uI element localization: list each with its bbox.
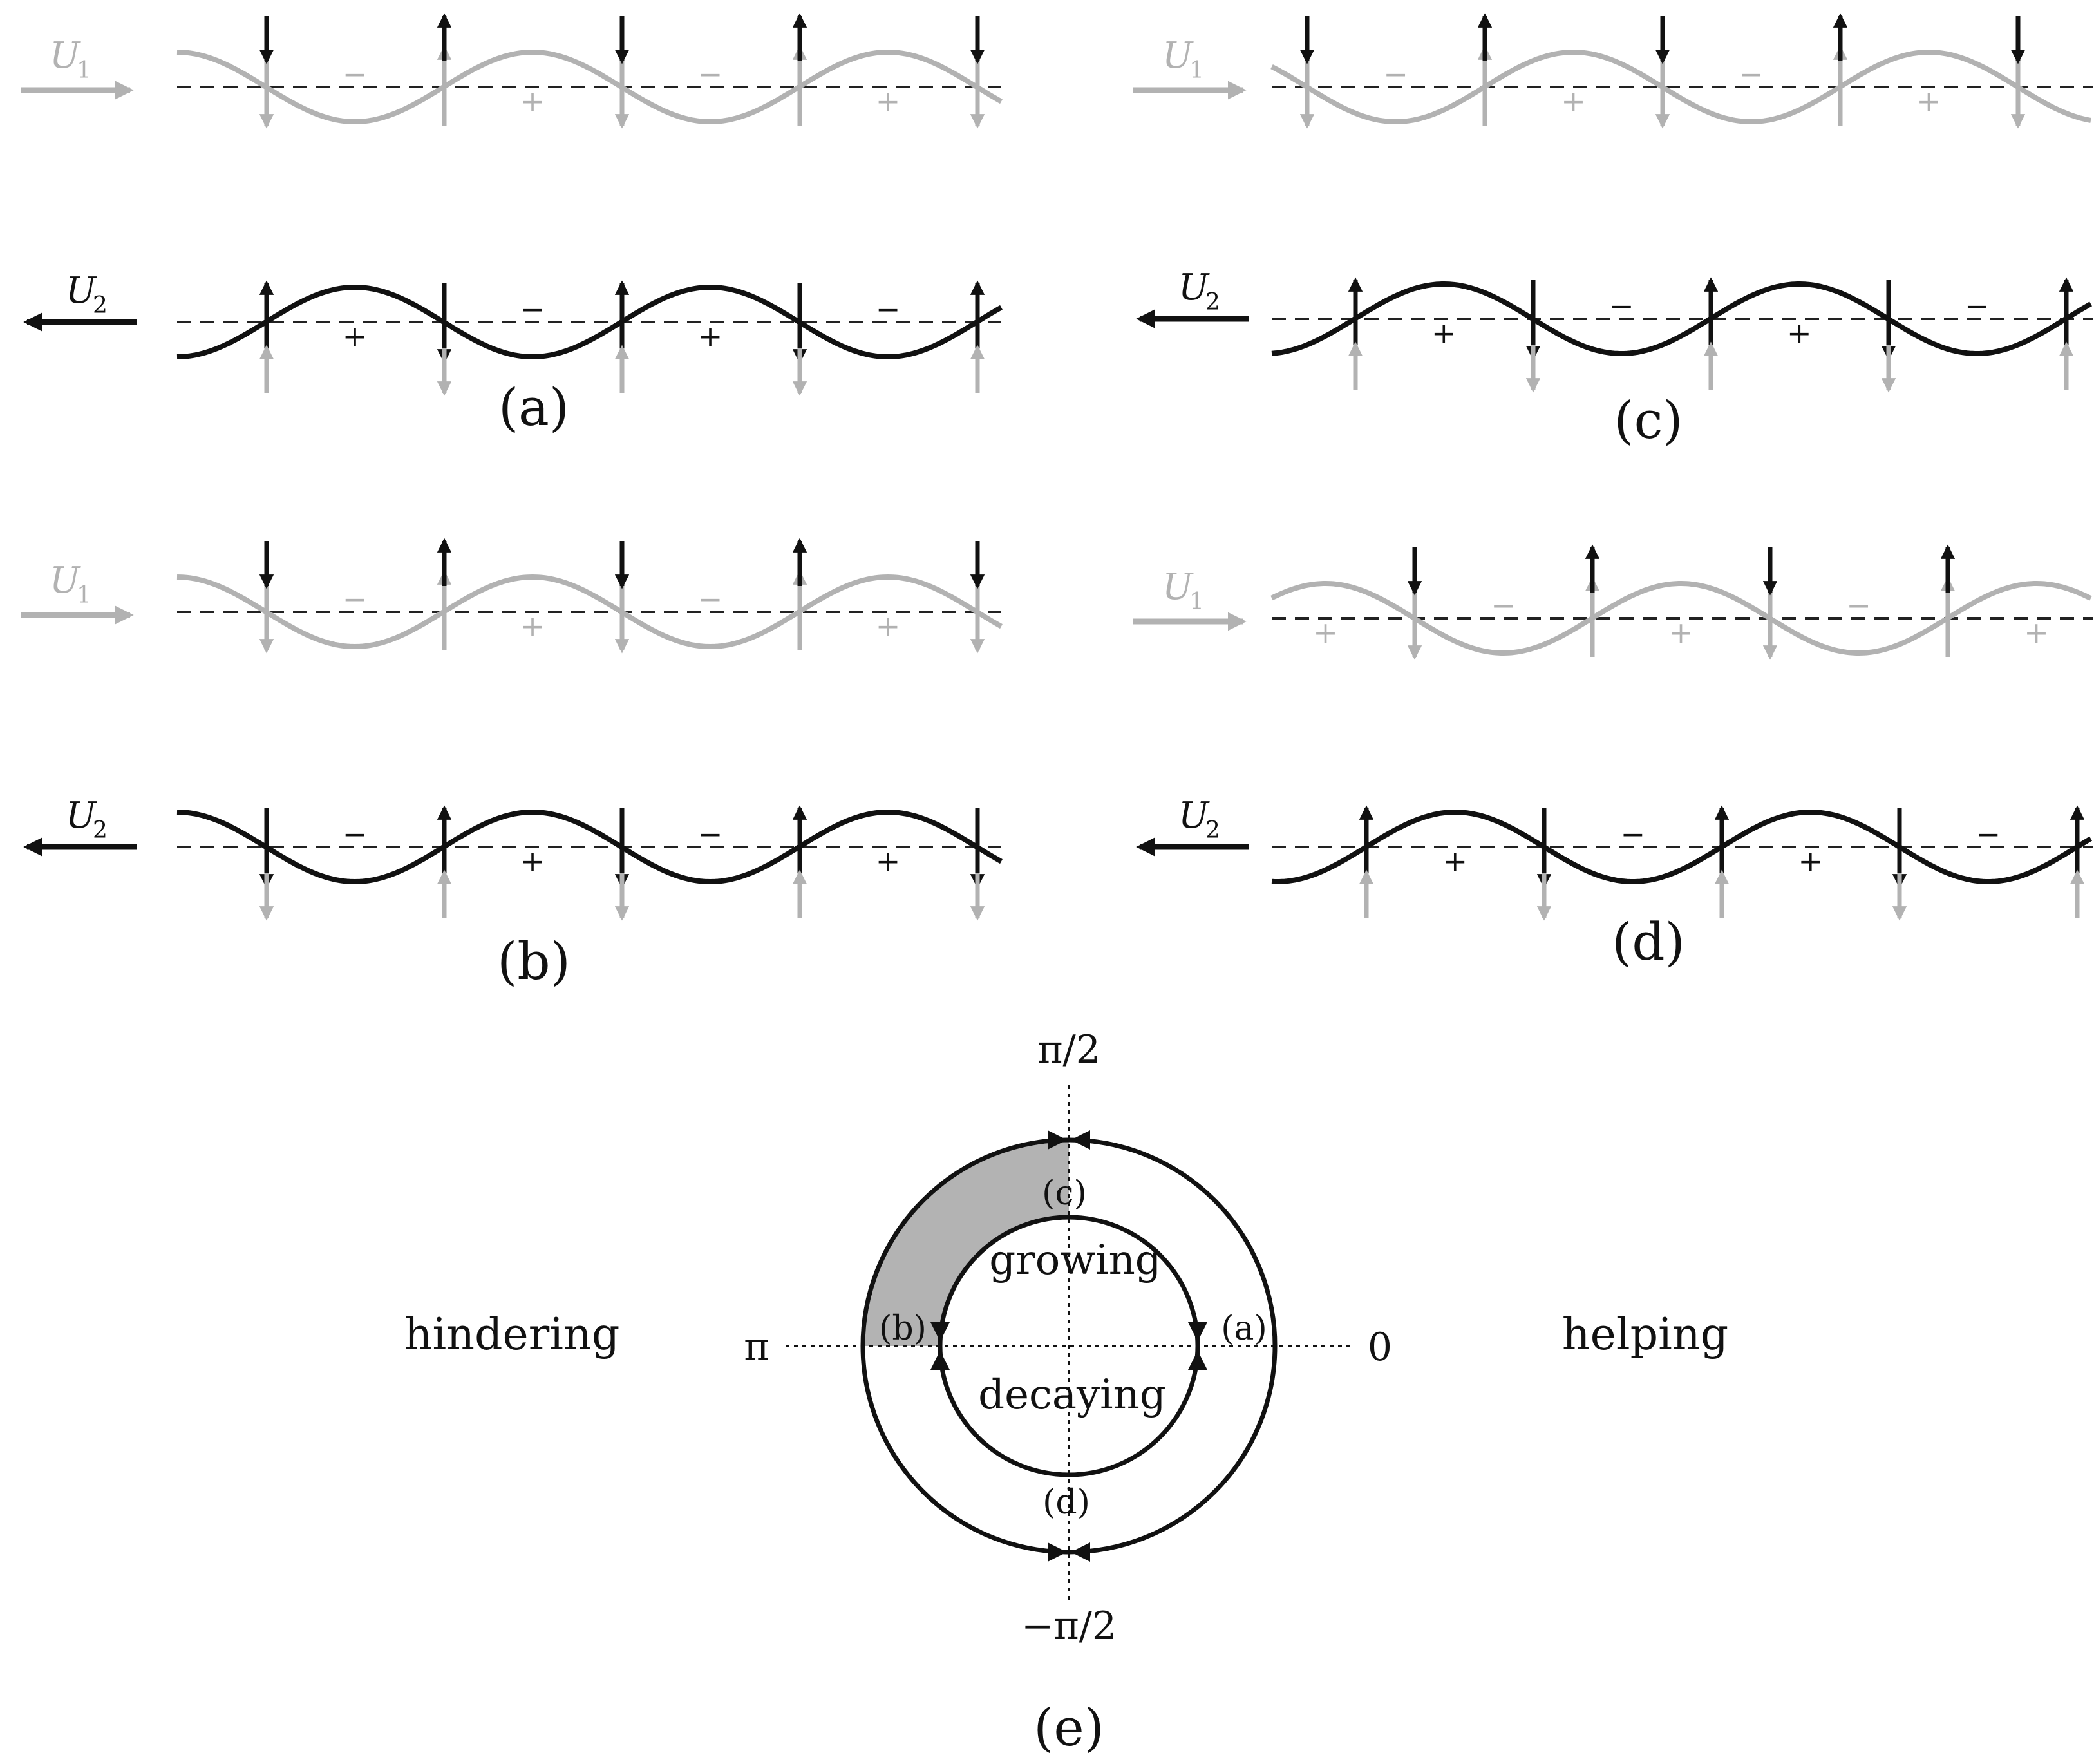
u2-symbol: U [66,795,97,837]
upper-plus-sign: + [876,84,901,119]
upper-plus-sign: + [520,609,545,643]
u1-subscript: 1 [77,57,91,84]
point-label-d: (d) [1042,1483,1090,1522]
lower-plus-sign: + [1787,316,1812,350]
upper-layer-wave [176,49,1003,125]
upper-minus-sign: − [1846,588,1871,623]
outer-top-arrowhead-left [1071,1130,1090,1150]
panel-label-c: (c) [1614,390,1683,450]
region-label-decaying: decaying [978,1371,1166,1419]
u2-subscript: 2 [93,817,108,844]
u2-subscript: 2 [93,292,108,319]
point-label-c: (c) [1042,1174,1087,1213]
region-label-growing: growing [989,1237,1162,1284]
u1-subscript: 1 [1189,57,1204,84]
lower-plus-sign: + [520,844,545,878]
upper-plus-sign: + [1668,615,1693,650]
upper-plus-sign: + [520,84,545,119]
upper-plus-sign: + [1916,84,1941,119]
u1-symbol: U [50,35,81,77]
lower-plus-sign: + [876,844,901,878]
u1-subscript: 1 [77,582,91,609]
u2-symbol: U [1178,795,1210,837]
panel-label-d: (d) [1612,912,1685,972]
lower-minus-sign: − [520,292,545,327]
upper-layer-wave [1270,50,2091,124]
panel-label-e: (e) [1033,1698,1104,1758]
u1-subscript: 1 [1189,589,1204,615]
upper-plus-sign: + [2024,615,2049,650]
outer-bottom-arrowhead-right [1048,1542,1067,1562]
upper-layer-wave [1270,581,2092,656]
lower-minus-sign: − [1965,289,1990,323]
upper-minus-sign: − [698,582,723,616]
lower-layer-wave [1271,281,2092,356]
wave-panels: −+−++−+−U1U2(a)−+−+−+−+U1U2(b)−+−++−+−U1… [21,13,2093,991]
lower-minus-sign: − [1609,289,1634,323]
upper-minus-sign: − [343,57,368,91]
inner-left-arrowhead-up [930,1351,950,1370]
upper-minus-sign: − [1491,588,1516,623]
upper-plus-sign: + [876,609,901,643]
axis-label-minus-pi-over-2: −π/2 [1021,1604,1117,1649]
lower-plus-sign: + [343,319,368,354]
upper-layer-wave [176,574,1003,650]
u2-subscript: 2 [1205,289,1220,316]
lower-minus-sign: − [698,817,723,851]
axis-label-pi-over-2: π/2 [1037,1027,1100,1072]
u2-symbol: U [66,270,97,312]
lower-minus-sign: − [343,817,368,851]
lower-layer-wave [1271,810,2093,884]
u1-symbol: U [1162,35,1194,77]
axis-label-zero: 0 [1368,1325,1392,1370]
lower-plus-sign: + [1798,844,1824,878]
axis-label-pi: π [744,1325,769,1370]
inner-right-arrowhead-up [1188,1351,1207,1370]
point-label-b: (b) [879,1309,927,1348]
u1-symbol: U [50,560,81,602]
phase-circle-diagram: π/2 −π/2 π 0 hindering helping growing decaying… [404,1027,1729,1758]
u1-symbol: U [1162,566,1194,608]
outer-bottom-arrowhead-left [1071,1542,1090,1562]
lower-plus-sign: + [698,319,723,354]
panel-label-b: (b) [497,931,571,991]
side-label-hindering: hindering [404,1309,620,1360]
lower-layer-wave [176,284,1003,360]
u2-symbol: U [1178,267,1210,308]
upper-minus-sign: − [1383,57,1408,91]
upper-minus-sign: − [698,57,723,91]
upper-plus-sign: + [1313,615,1338,650]
lower-plus-sign: + [1443,844,1468,878]
lower-minus-sign: − [1621,817,1646,851]
panel-label-a: (a) [498,377,569,437]
lower-layer-wave [176,809,1003,885]
lower-minus-sign: − [876,292,901,327]
upper-minus-sign: − [1739,57,1764,91]
side-label-helping: helping [1562,1309,1728,1360]
lower-minus-sign: − [1976,817,2001,851]
upper-plus-sign: + [1561,84,1586,119]
inner-left-arrowhead-down [930,1322,950,1342]
upper-minus-sign: − [343,582,368,616]
outer-top-arrowhead-right [1048,1130,1067,1150]
lower-plus-sign: + [1431,316,1457,350]
u2-subscript: 2 [1205,817,1220,844]
shaded-unstable-region [863,1140,1069,1346]
inner-right-arrowhead-down [1188,1322,1207,1342]
point-label-a: (a) [1221,1309,1267,1348]
